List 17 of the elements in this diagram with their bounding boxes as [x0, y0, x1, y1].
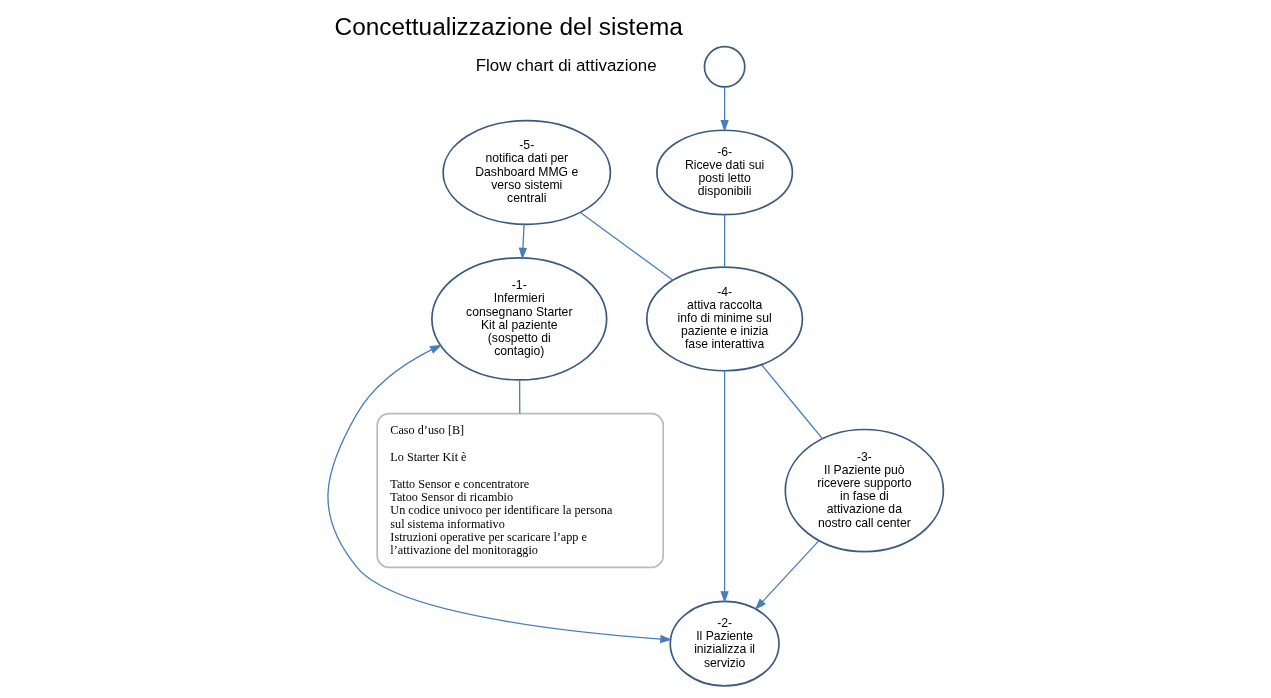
arrow: [720, 86, 729, 132]
connector: [579, 211, 674, 281]
diagram-title: Concettualizzazione del sistema: [334, 13, 683, 41]
node-ellipse: -6- Riceve dati sui posti letto disponibili: [656, 129, 794, 216]
connector: [761, 364, 824, 440]
arrow: [754, 539, 820, 611]
node-box: Caso d’uso [B] Lo Starter Kit è Tatto Sensor e concentratore Tatoo Sensor di ricambio Un codice univoco per identificare la persona sul sistema informativo Istruzioni operative per scaricare l’app e l’attivazione del monitoraggio: [376, 412, 665, 569]
label: Flow chart di attivazione: [475, 55, 657, 75]
arrow: [720, 370, 729, 604]
connector: [723, 214, 726, 268]
arrow: [518, 223, 528, 260]
node-ellipse: -3- Il Paziente può ricevere supporto in fase di attivazione da nostro call center: [784, 428, 945, 553]
node-ellipse: -4- attiva raccolta info di minime sul paziente e inizia fase interattiva: [646, 266, 804, 372]
connector: [518, 379, 521, 415]
arrow: [327, 344, 673, 644]
node-ellipse: -5- notifica dati per Dashboard MMG e verso sistemi centrali: [442, 119, 612, 226]
node-circle: [703, 45, 746, 88]
